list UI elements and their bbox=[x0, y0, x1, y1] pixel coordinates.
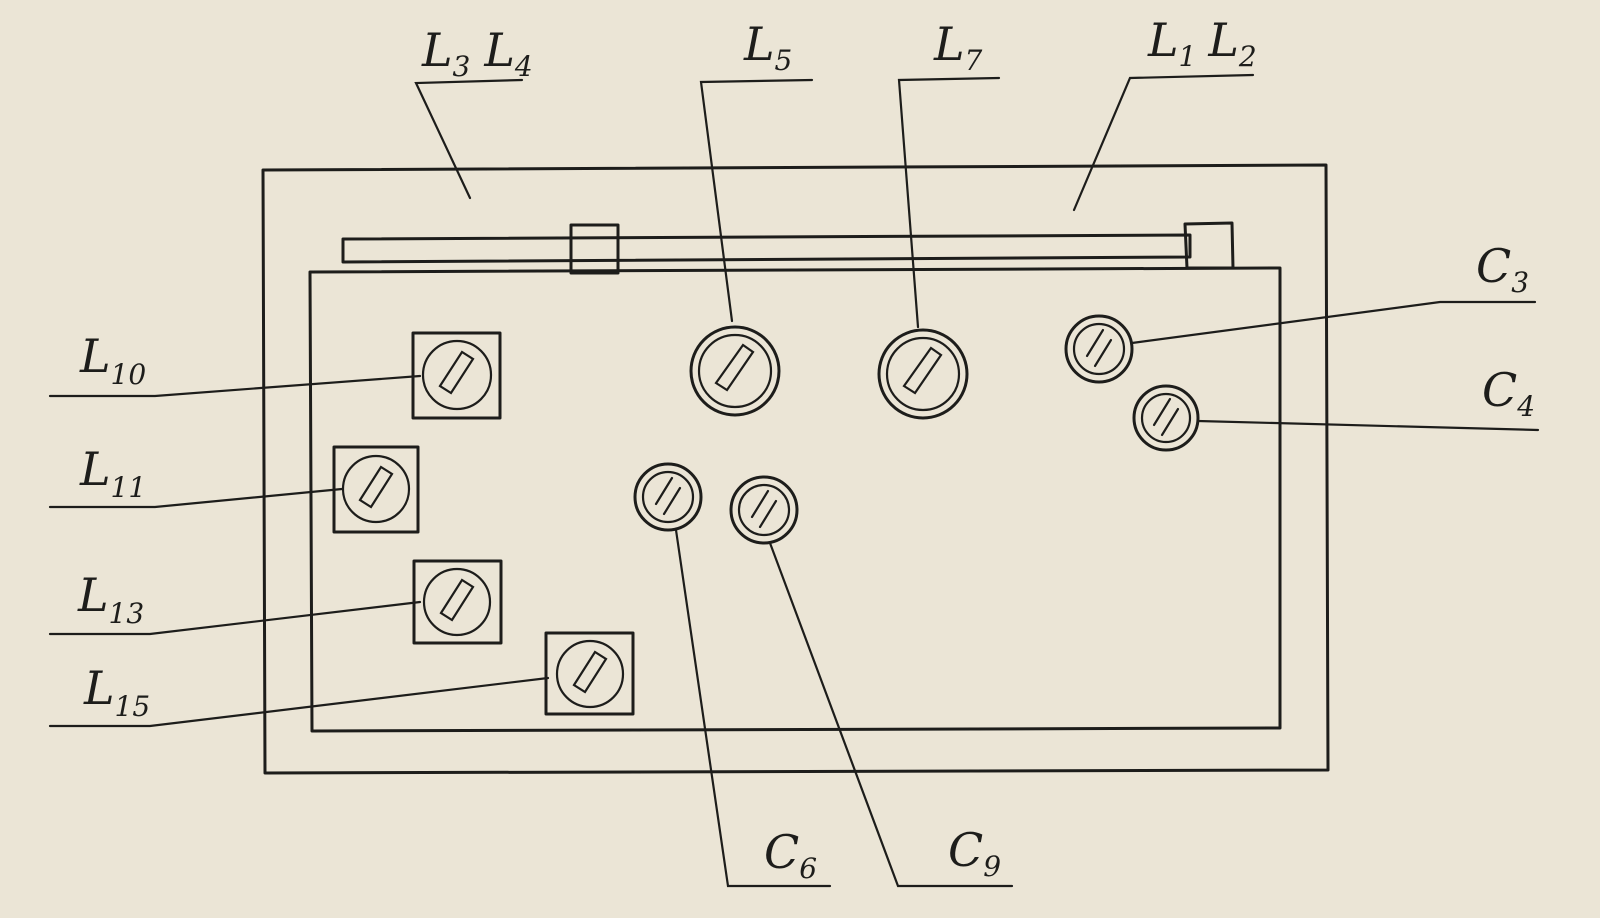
coil-l15 bbox=[544, 631, 635, 716]
top-rod bbox=[341, 233, 1192, 264]
label-l15: L15 bbox=[83, 661, 150, 723]
capacitor-c9 bbox=[729, 475, 799, 545]
coil-l13 bbox=[412, 559, 503, 645]
leader-l11 bbox=[48, 487, 344, 509]
leader-c6 bbox=[674, 528, 832, 888]
leader-l15 bbox=[48, 676, 550, 728]
capacitor-c4 bbox=[1132, 384, 1200, 452]
rod-bracket-right bbox=[1183, 221, 1235, 270]
label-c6: C6 bbox=[764, 825, 817, 885]
label-c4: C4 bbox=[1482, 363, 1535, 423]
capacitor-c3 bbox=[1064, 314, 1134, 384]
label-l10: L10 bbox=[79, 329, 146, 391]
label-l11: L11 bbox=[79, 442, 146, 504]
leader-c3 bbox=[1130, 300, 1537, 345]
label-l7: L7 bbox=[933, 17, 983, 77]
label-c3: C3 bbox=[1476, 239, 1529, 299]
leader-c9 bbox=[768, 541, 1014, 888]
coil-l11 bbox=[332, 445, 420, 534]
label-l5: L5 bbox=[743, 17, 792, 77]
leader-l5 bbox=[699, 78, 814, 323]
capacitor-c6 bbox=[633, 462, 703, 532]
inner-panel-frame bbox=[308, 266, 1282, 733]
leader-l13 bbox=[48, 600, 422, 636]
leader-l10 bbox=[48, 374, 422, 398]
top-rod-assembly bbox=[341, 221, 1235, 275]
label-l13: L13 bbox=[77, 568, 144, 630]
outer-chassis-frame bbox=[261, 163, 1330, 775]
trimmer-l5 bbox=[689, 325, 781, 417]
leader-l7 bbox=[897, 76, 1001, 329]
label-c9: C9 bbox=[948, 823, 1001, 883]
leader-c4 bbox=[1196, 419, 1540, 432]
leader-l3l4 bbox=[414, 78, 524, 200]
rod-bracket-left bbox=[569, 223, 620, 275]
leader-l1l2 bbox=[1072, 73, 1255, 212]
coil-l10 bbox=[411, 331, 502, 420]
trimmer-l7 bbox=[877, 328, 969, 420]
